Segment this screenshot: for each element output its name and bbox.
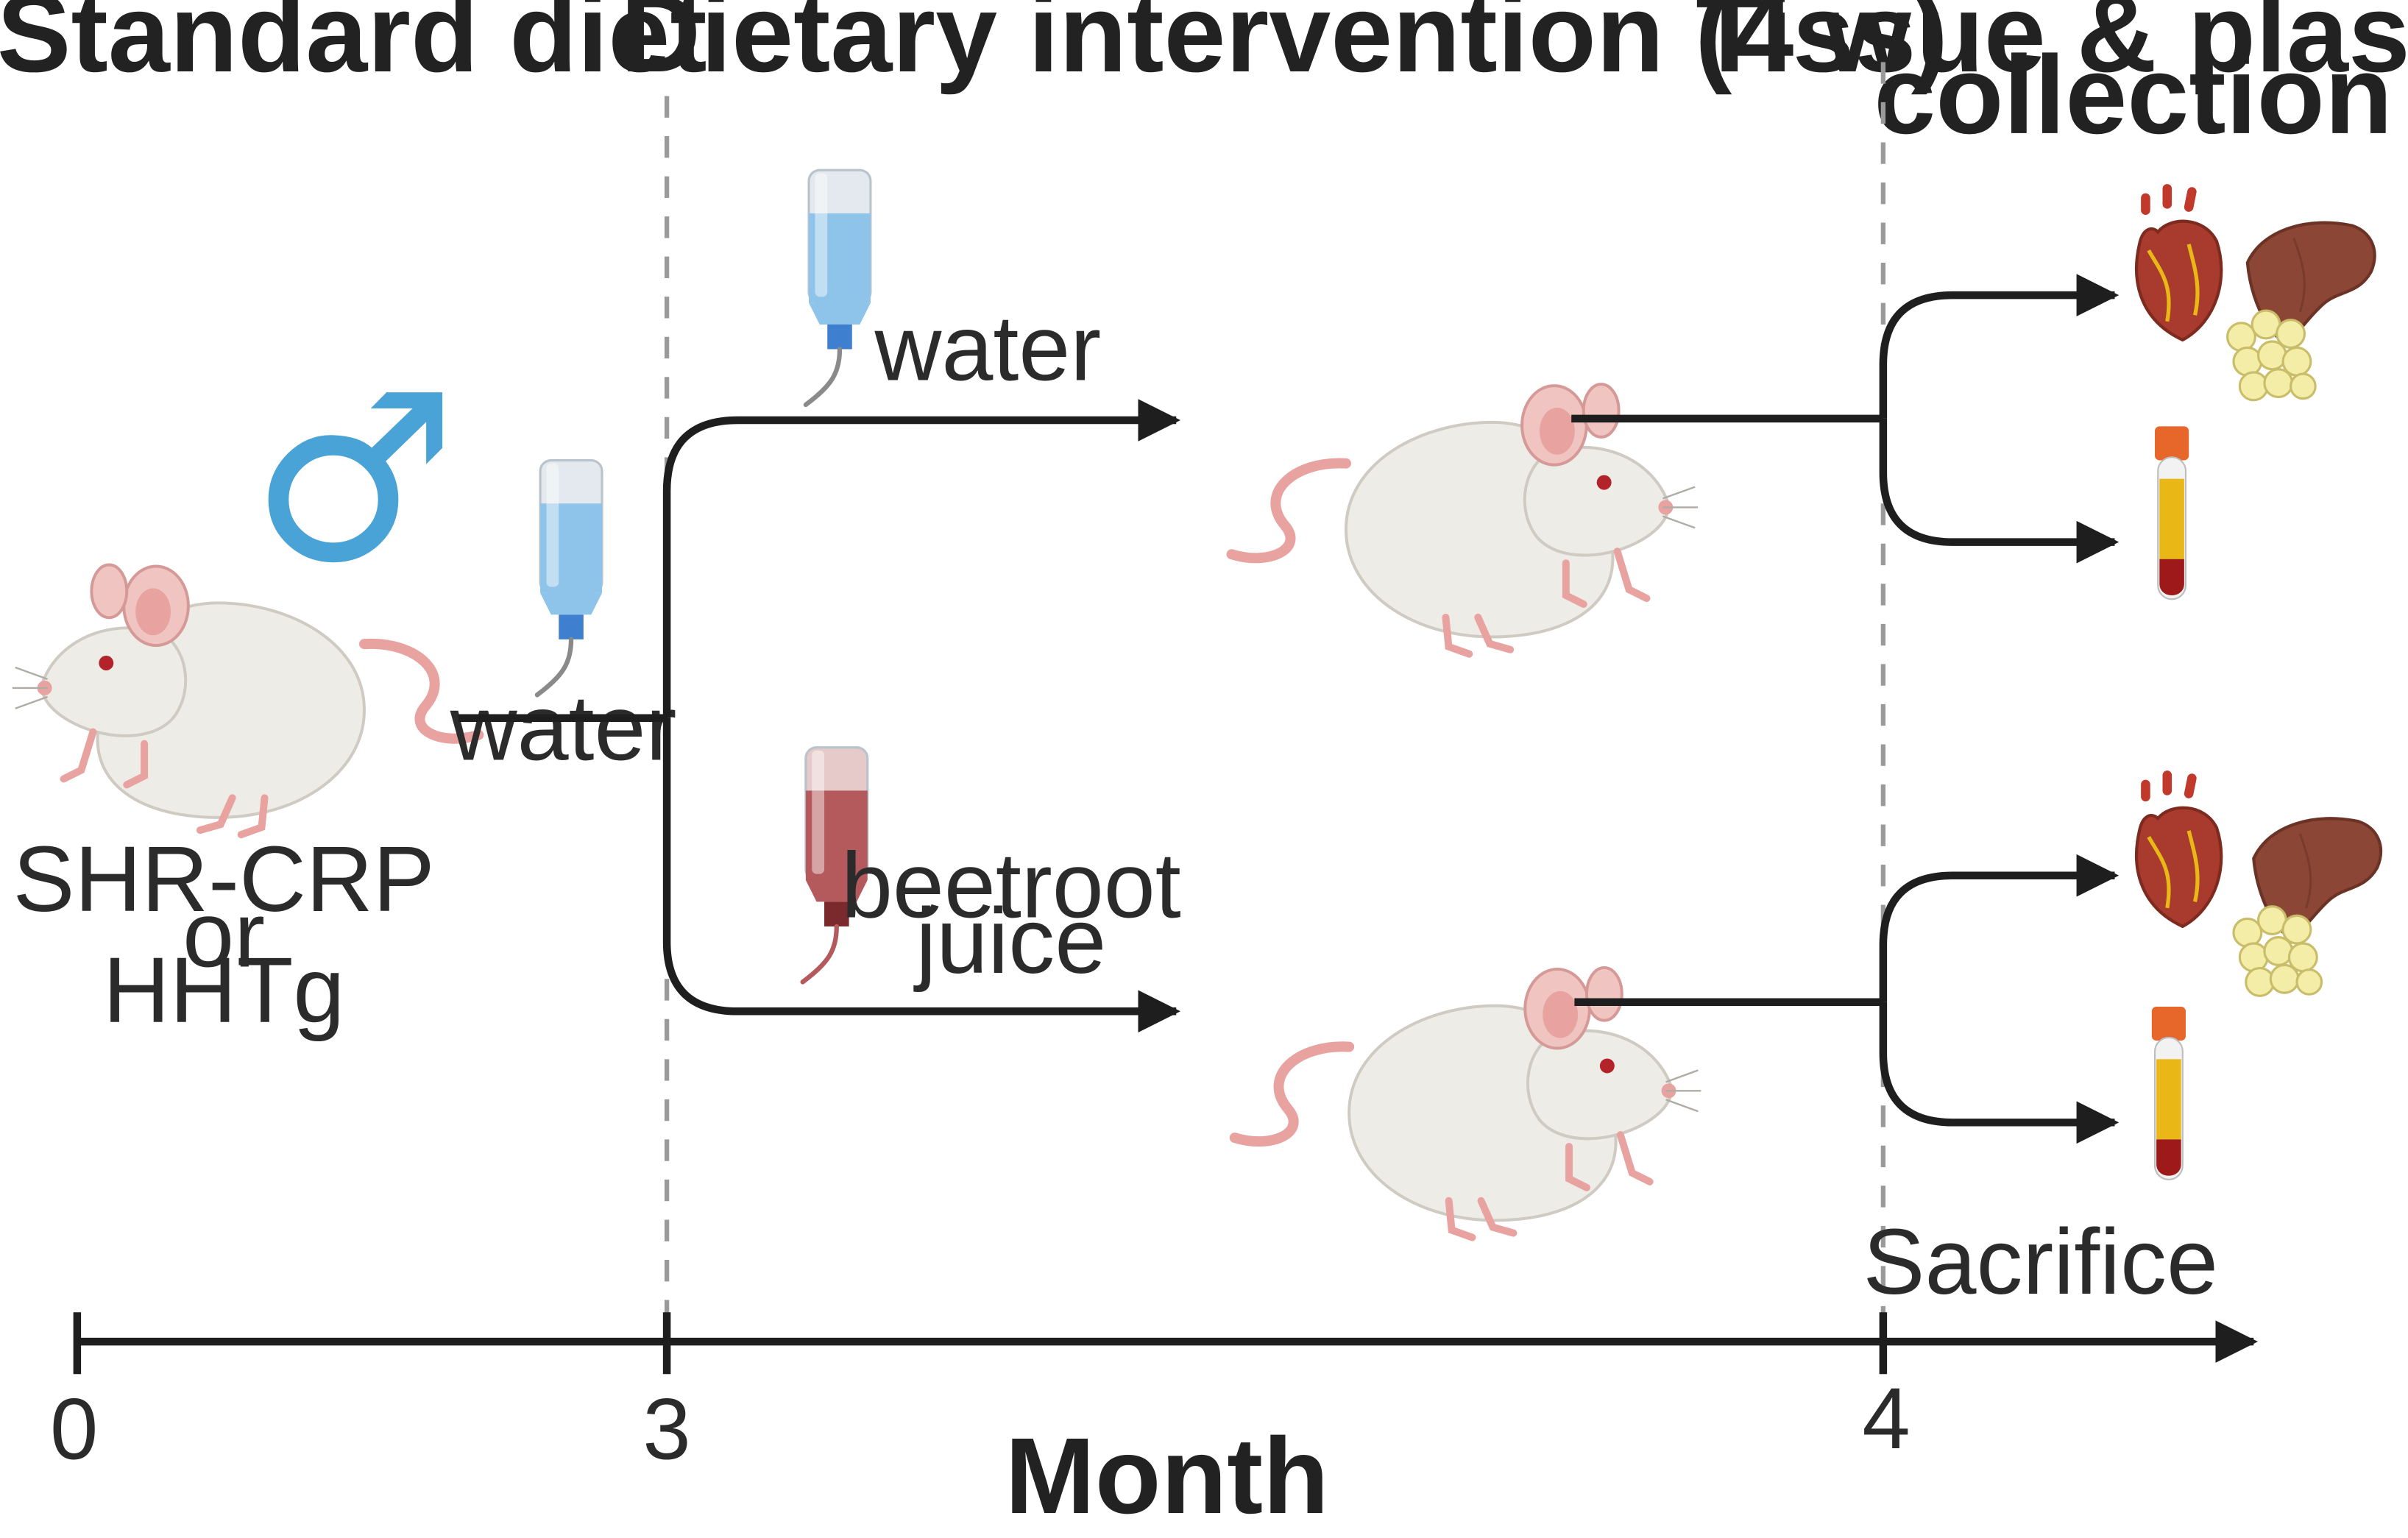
collection-arrow-plasma-treatment — [1879, 1002, 2120, 1144]
mouse-icon — [1232, 384, 1699, 654]
tick-label-0: 0 — [50, 1381, 98, 1478]
heart-icon — [2136, 188, 2221, 340]
header-tissue-collection-line1: Tissue & plasma — [1696, 0, 2408, 96]
axis-title-month: Month — [1005, 1416, 1329, 1537]
blood-tube-icon — [2150, 1005, 2187, 1180]
strain-label-line2: or — [183, 882, 265, 986]
collection-arrow-plasma-control — [1879, 418, 2120, 564]
branch-arrow-treatment — [662, 717, 1181, 1033]
header-tissue-collection-line2: collection — [1874, 33, 2393, 157]
header-standard-diet: Standard diet — [0, 0, 707, 96]
control-drink-label: water — [874, 296, 1102, 400]
branch-arrow-control — [662, 399, 1181, 718]
treatment-drink-label-line1: beetroot — [841, 833, 1181, 937]
mouse-icon — [1235, 968, 1701, 1238]
collection-arrow-tissue-control — [1879, 274, 2120, 419]
strain-label-line3: HHTg — [103, 938, 345, 1042]
heart-icon — [2136, 775, 2221, 926]
sacrifice-label: Sacrifice — [1863, 1210, 2219, 1314]
water-bottle-icon — [537, 461, 602, 695]
tick-label-4: 4 — [1862, 1370, 1910, 1467]
treatment-drink-label-line2: juice — [913, 889, 1106, 993]
collection-arrow-tissue-treatment — [1879, 854, 2120, 1002]
blood-tube-icon — [2153, 425, 2190, 600]
strain-label-line1: SHR-CRP — [13, 827, 435, 931]
baseline-drink-label: water — [450, 676, 677, 779]
header-dietary-intervention: Dietary intervention (4 w) — [620, 0, 1948, 96]
male-symbol-icon: ♂ — [250, 345, 458, 614]
water-bottle-icon — [806, 170, 871, 405]
tick-label-3: 3 — [642, 1381, 690, 1478]
